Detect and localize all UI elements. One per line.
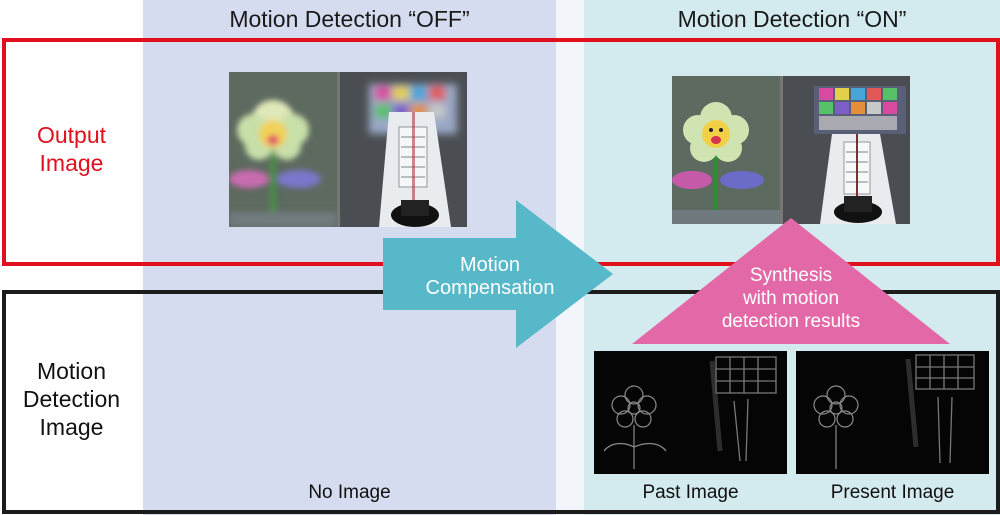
motion-detection-label: Motion Detection Image (0, 357, 143, 441)
past-image-caption: Past Image (642, 482, 739, 503)
output-label-line-2: Image (39, 150, 104, 176)
motion-compensation-arrow (383, 200, 613, 348)
synthesis-triangle (632, 218, 950, 344)
output-image-on (672, 76, 910, 224)
motion-compensation-label: Motion Compensation (395, 254, 585, 300)
no-image-caption: No Image (308, 482, 391, 503)
present-image-caption: Present Image (830, 482, 955, 503)
output-label-line-1: Output (36, 122, 107, 148)
motion-label-line-1: Motion (36, 358, 107, 384)
motion-label-line-3: Image (39, 414, 104, 440)
motion-off-heading: Motion Detection “OFF” (229, 6, 470, 32)
output-image-label: Output Image (0, 121, 143, 177)
motion-on-heading: Motion Detection “ON” (677, 6, 907, 32)
arrow-line-1: Motion (459, 254, 521, 276)
arrow-line-2: Compensation (425, 277, 555, 299)
output-image-off (229, 72, 467, 227)
motion-label-line-2: Detection (22, 386, 121, 412)
synthesis-line-1: Synthesis (749, 265, 833, 286)
present-motion-image (796, 351, 989, 474)
synthesis-line-3: detection results (721, 311, 861, 332)
synthesis-line-2: with motion (742, 288, 840, 309)
synthesis-label: Synthesis with motion detection results (690, 264, 892, 333)
past-motion-image (594, 351, 787, 474)
